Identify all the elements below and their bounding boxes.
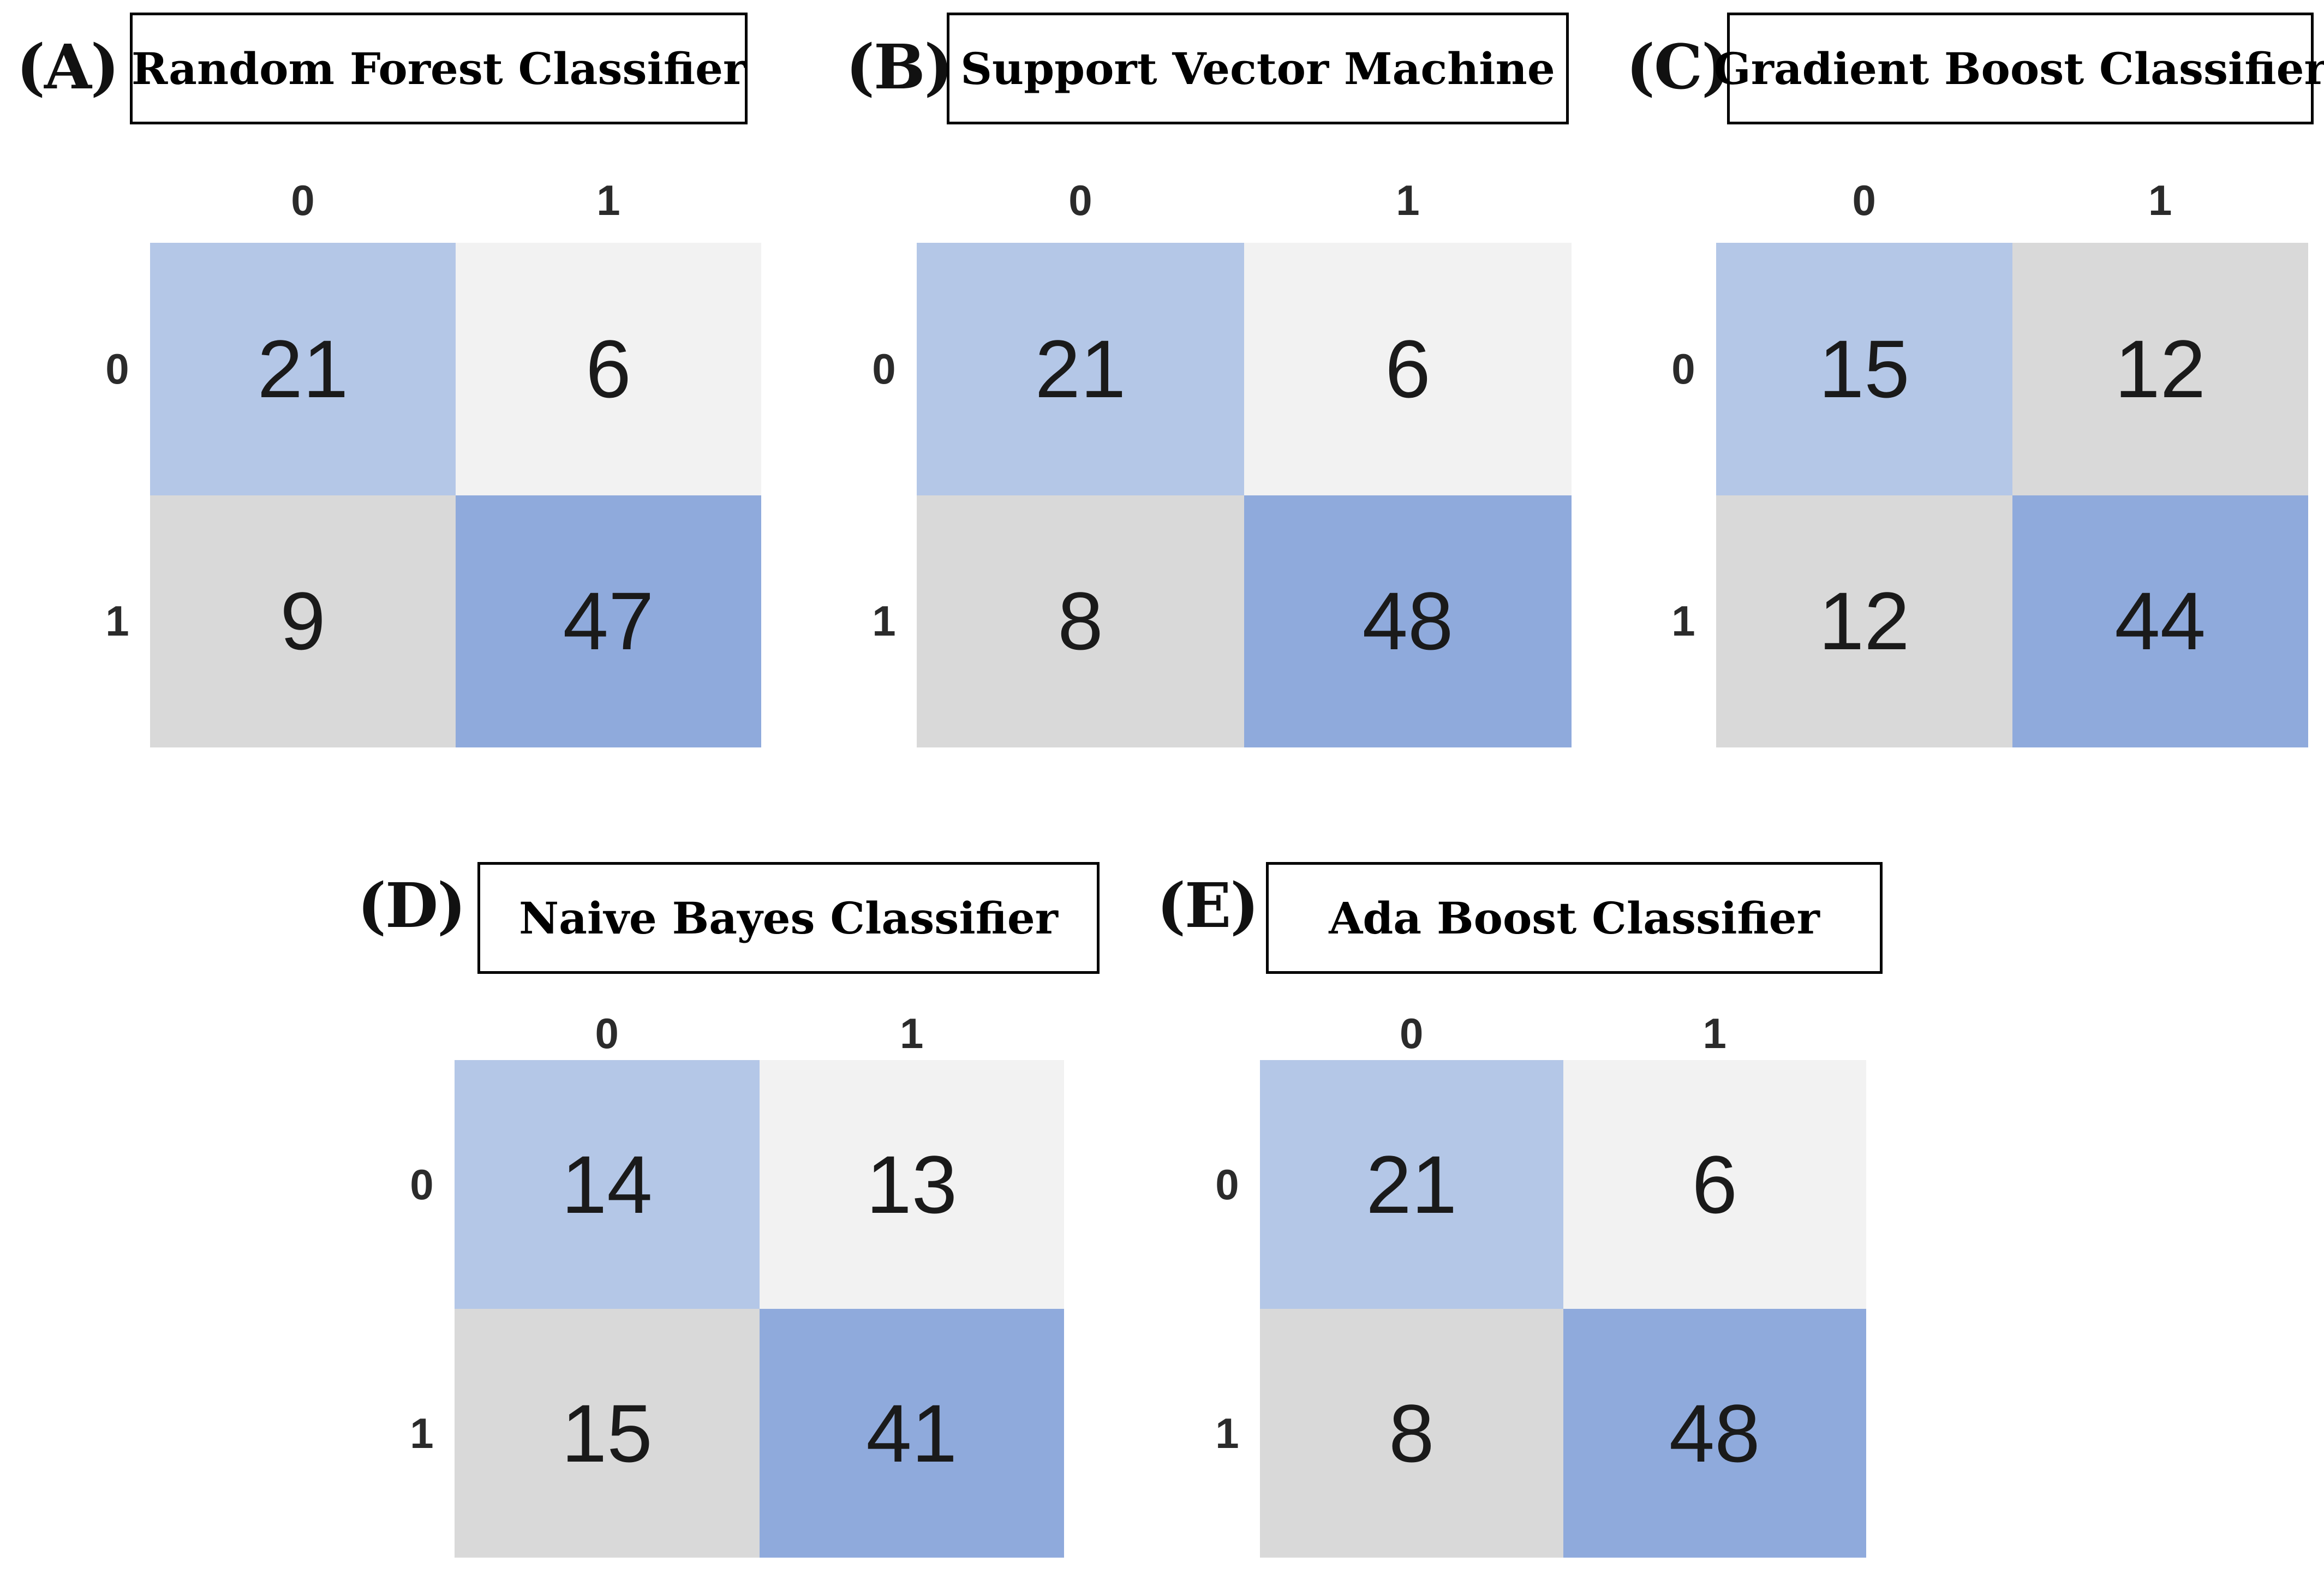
classifier-title: Support Vector Machine <box>960 43 1555 94</box>
col-label-0: 0 <box>1852 176 1876 224</box>
col-label-1: 1 <box>1702 1009 1726 1057</box>
cell-r1c1: 44 <box>2012 495 2308 747</box>
cell-r1c0: 8 <box>917 495 1244 747</box>
row-labels: 0 1 <box>400 1060 444 1558</box>
row-label-0: 0 <box>1215 1160 1239 1208</box>
panel-letter-b: (B) <box>846 32 953 103</box>
cell-r0c1: 6 <box>1563 1060 1866 1309</box>
confusion-matrix: 21 6 9 47 <box>150 243 761 747</box>
cell-r0c1: 13 <box>759 1060 1064 1309</box>
cell-r1c0: 15 <box>455 1309 760 1558</box>
row-label-1: 1 <box>105 597 129 645</box>
row-label-0: 0 <box>872 344 896 393</box>
title-box-gradient-boost: Gradient Boost Classifier <box>1713 13 2324 124</box>
confusion-matrix: 21 6 8 48 <box>917 243 1572 747</box>
cell-r1c1: 41 <box>759 1309 1064 1558</box>
col-label-1: 1 <box>900 1009 924 1057</box>
cell-r0c0: 15 <box>1716 243 2012 495</box>
panel-letter-c: (C) <box>1626 32 1730 103</box>
classifier-title: Ada Boost Classifier <box>1329 892 1820 944</box>
row-label-0: 0 <box>1671 344 1695 393</box>
confusion-matrix: 14 13 15 41 <box>455 1060 1064 1558</box>
column-labels: 0 1 <box>150 175 761 226</box>
column-labels: 0 1 <box>455 1008 1064 1060</box>
panel-letter-d: (D) <box>357 870 466 942</box>
col-label-1: 1 <box>1396 176 1420 224</box>
title-box-ada-boost: Ada Boost Classifier <box>1266 862 1883 974</box>
row-labels: 0 1 <box>95 243 139 747</box>
panel-ada-boost: (E) Ada Boost Classifier 0 1 0 1 21 6 8 … <box>1146 859 1921 1574</box>
cell-r0c0: 21 <box>917 243 1244 495</box>
col-label-0: 0 <box>1068 176 1092 224</box>
confusion-matrix: 15 12 12 44 <box>1716 243 2308 747</box>
row-labels: 0 1 <box>862 243 906 747</box>
classifier-title: Random Forest Classifier <box>131 43 746 94</box>
cell-r0c1: 12 <box>2012 243 2308 495</box>
cell-r1c0: 8 <box>1260 1309 1563 1558</box>
col-label-1: 1 <box>2148 176 2172 224</box>
panel-letter-a: (A) <box>16 32 120 103</box>
panel-support-vector-machine: (B) Support Vector Machine 0 1 0 1 21 6 … <box>791 11 1577 775</box>
row-label-1: 1 <box>872 597 896 645</box>
row-label-1: 1 <box>1215 1409 1239 1457</box>
column-labels: 0 1 <box>1716 175 2308 226</box>
column-labels: 0 1 <box>1260 1008 1866 1060</box>
row-label-0: 0 <box>410 1160 434 1208</box>
title-box-support-vector-machine: Support Vector Machine <box>947 13 1569 124</box>
panel-letter-e: (E) <box>1157 870 1259 942</box>
panel-naive-bayes: (D) Naive Bayes Classifier 0 1 0 1 14 13… <box>349 859 1124 1574</box>
row-labels: 0 1 <box>1205 1060 1249 1558</box>
cell-r1c1: 47 <box>456 495 761 747</box>
col-label-1: 1 <box>596 176 620 224</box>
cell-r0c0: 14 <box>455 1060 760 1309</box>
classifier-title: Naive Bayes Classifier <box>519 892 1058 944</box>
panel-random-forest: (A) Random Forest Classifier 0 1 0 1 21 … <box>11 11 791 775</box>
cell-r1c0: 12 <box>1716 495 2012 747</box>
column-labels: 0 1 <box>917 175 1572 226</box>
cell-r0c1: 6 <box>1244 243 1572 495</box>
row-labels: 0 1 <box>1662 243 1705 747</box>
cell-r0c0: 21 <box>1260 1060 1563 1309</box>
row-label-0: 0 <box>105 344 129 393</box>
panel-gradient-boost: (C) Gradient Boost Classifier 0 1 0 1 15… <box>1572 11 2324 775</box>
title-box-naive-bayes: Naive Bayes Classifier <box>477 862 1100 974</box>
row-label-1: 1 <box>410 1409 434 1457</box>
confusion-matrix: 21 6 8 48 <box>1260 1060 1866 1558</box>
cell-r0c0: 21 <box>150 243 456 495</box>
cell-r1c1: 48 <box>1244 495 1572 747</box>
cell-r1c0: 9 <box>150 495 456 747</box>
col-label-0: 0 <box>291 176 315 224</box>
classifier-title: Gradient Boost Classifier <box>1713 43 2324 94</box>
row-label-1: 1 <box>1671 597 1695 645</box>
col-label-0: 0 <box>595 1009 619 1057</box>
title-box-random-forest: Random Forest Classifier <box>130 13 748 124</box>
cell-r0c1: 6 <box>456 243 761 495</box>
cell-r1c1: 48 <box>1563 1309 1866 1558</box>
col-label-0: 0 <box>1400 1009 1424 1057</box>
